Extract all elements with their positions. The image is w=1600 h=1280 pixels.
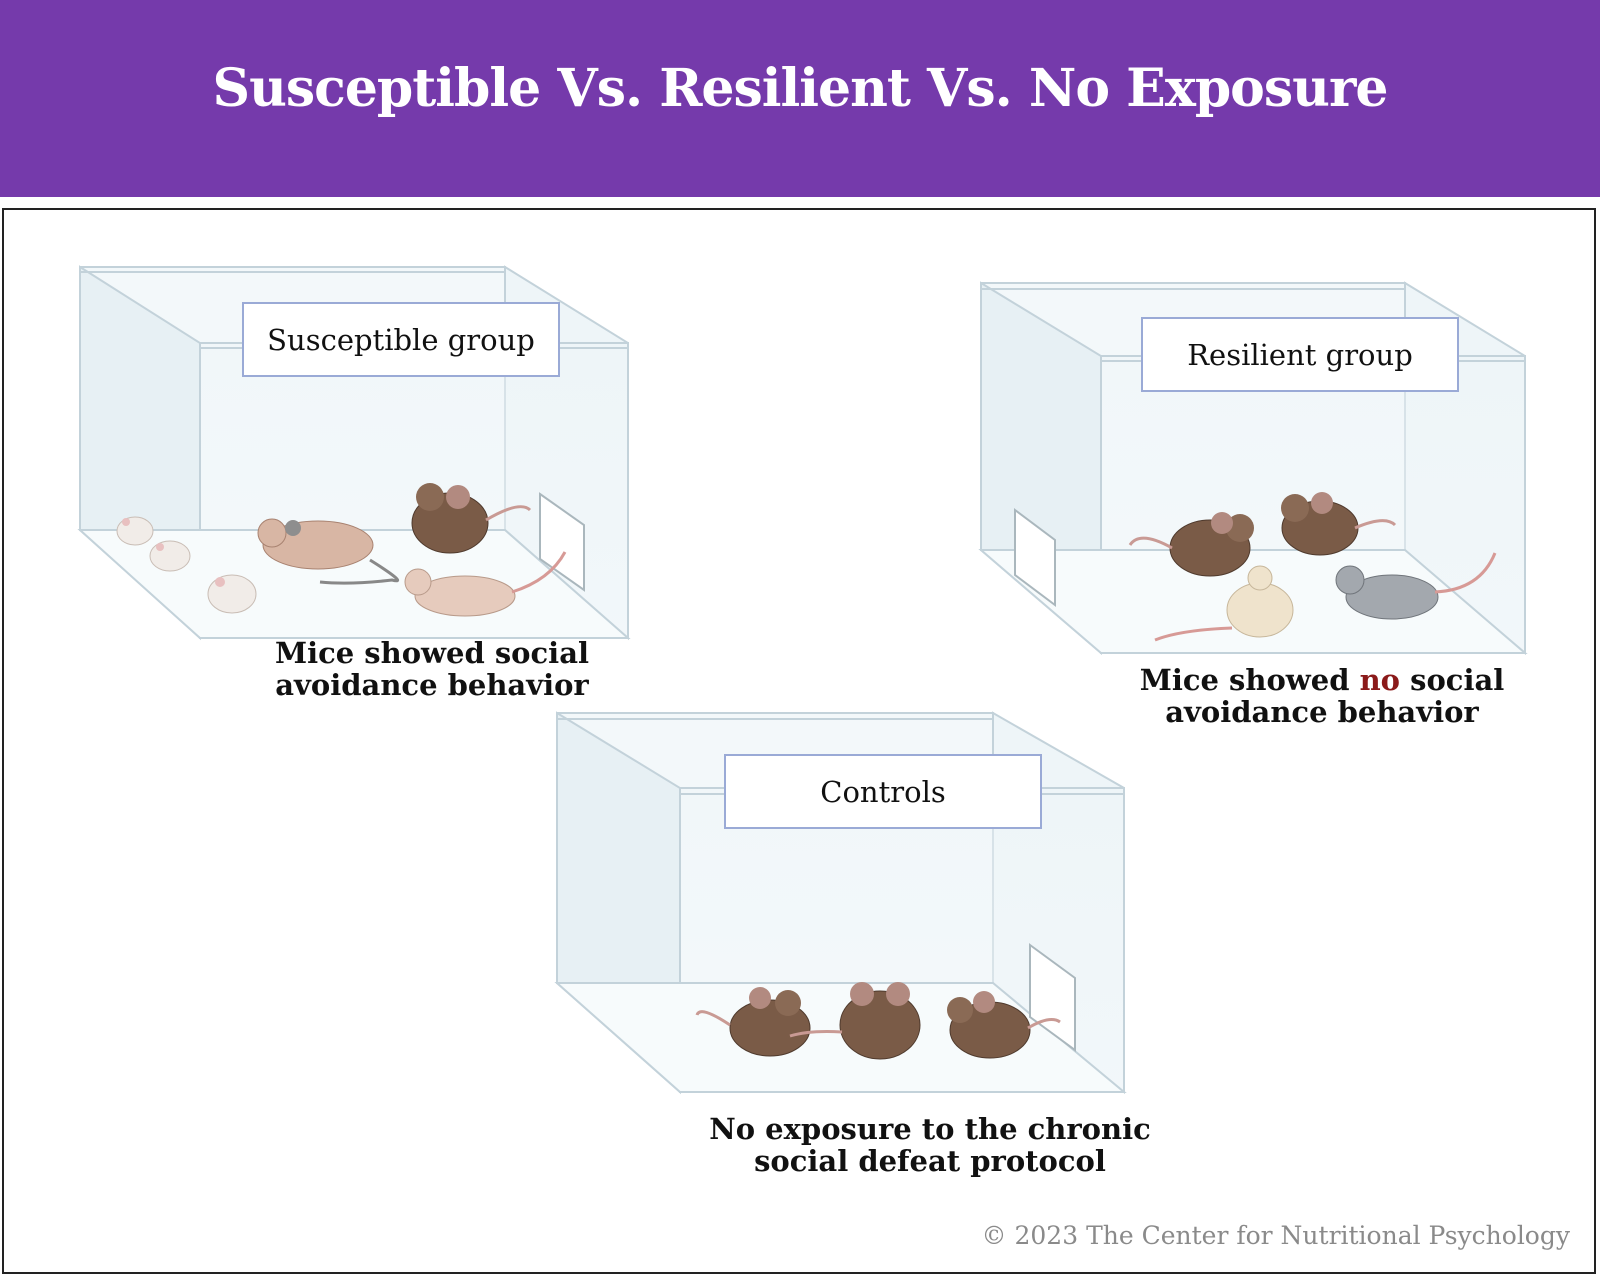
resilient-caption-line2: avoidance behavior [1165, 695, 1479, 729]
controls-caption: No exposure to the chronic social defeat… [680, 1113, 1180, 1177]
resilient-group-label: Resilient group [1141, 317, 1459, 392]
mice-resilient [1128, 492, 1497, 642]
resilient-caption-prefix: Mice showed [1139, 663, 1360, 697]
copyright-notice: © 2023 The Center for Nutritional Psycho… [981, 1221, 1570, 1250]
controls-caption-line2: social defeat protocol [754, 1144, 1106, 1178]
diagram-frame [2, 208, 1596, 1274]
title-banner: Susceptible Vs. Resilient Vs. No Exposur… [0, 0, 1600, 197]
mice-controls [695, 982, 1061, 1060]
resilient-caption: Mice showed no social avoidance behavior [1112, 664, 1532, 728]
resilient-caption-accent: no [1359, 663, 1401, 697]
mice-susceptible [116, 483, 567, 617]
susceptible-caption-line1: Mice showed social [274, 636, 589, 670]
controls-label: Controls [724, 754, 1042, 829]
controls-caption-line1: No exposure to the chronic [709, 1112, 1151, 1146]
resilient-caption-suffix: social [1400, 663, 1505, 697]
page-title: Susceptible Vs. Resilient Vs. No Exposur… [212, 58, 1389, 119]
susceptible-caption-line2: avoidance behavior [275, 668, 589, 702]
susceptible-group-label: Susceptible group [242, 302, 560, 377]
resilient-caption-line1: Mice showed no social [1112, 664, 1532, 696]
susceptible-caption: Mice showed social avoidance behavior [232, 637, 632, 701]
